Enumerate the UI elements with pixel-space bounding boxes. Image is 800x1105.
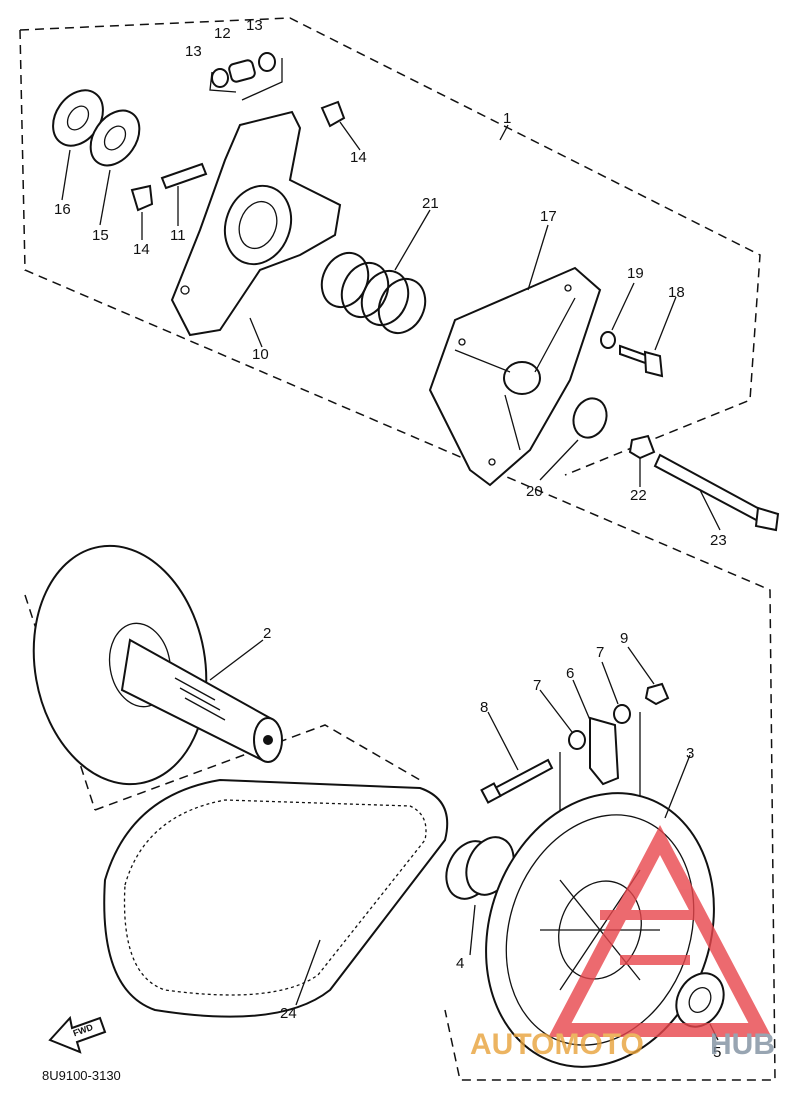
callout-7a: 7: [533, 677, 541, 694]
callout-14b: 14: [350, 149, 367, 166]
fixed-sheave-2: [32, 544, 283, 786]
cover-17: [428, 266, 602, 487]
bolt-8: [480, 758, 554, 804]
callout-15: 15: [92, 227, 109, 244]
nut-9: [644, 682, 670, 706]
callout-17: 17: [540, 208, 557, 225]
washer-7b: [613, 704, 631, 724]
callout-13b: 13: [246, 17, 263, 34]
callout-4: 4: [456, 955, 464, 972]
callout-7b: 7: [596, 644, 604, 661]
callout-9: 9: [620, 630, 628, 647]
washer-5: [675, 972, 725, 1028]
callout-1: 1: [503, 110, 511, 127]
leader-bracket-12-13: [209, 58, 283, 101]
watermark-text-right: HUB: [710, 1028, 775, 1061]
pin-11: [160, 162, 208, 190]
weight-6: [589, 716, 620, 786]
callout-11: 11: [170, 227, 186, 244]
callout-18: 18: [668, 284, 685, 301]
bolt-23: [653, 453, 780, 532]
washer-19: [600, 331, 616, 349]
washer-13b: [258, 52, 276, 72]
callout-3: 3: [686, 745, 694, 762]
drive-belt-24: [103, 778, 449, 1018]
assembly-boundary: [19, 17, 776, 1081]
bolt-18: [619, 344, 664, 378]
callout-2: 2: [263, 625, 271, 642]
washer-13a: [211, 68, 229, 88]
callout-13a: 13: [185, 43, 202, 60]
callout-14a: 14: [133, 241, 150, 258]
nut-22: [628, 434, 656, 460]
washer-15: [89, 109, 141, 167]
callout-8: 8: [480, 699, 488, 716]
cap-14-left: [130, 184, 154, 212]
washer-20: [572, 397, 608, 439]
callout-16: 16: [54, 201, 71, 218]
callout-12: 12: [214, 25, 231, 42]
bushing-12: [228, 59, 256, 83]
watermark-text-left: AUTOMOTO: [470, 1028, 644, 1061]
callout-6: 6: [566, 665, 574, 682]
watermark-logo: AUTOMOTO HUB: [470, 824, 775, 1061]
callout-19: 19: [627, 265, 644, 282]
spring-21: [320, 251, 427, 335]
fwd-arrow-icon: FWD: [48, 1015, 107, 1054]
shaft-group-boundary-2: [94, 724, 421, 811]
callout-10: 10: [252, 346, 269, 363]
spider-10: [170, 110, 342, 337]
diagram-code: 8U9100-3130: [42, 1068, 121, 1083]
callout-22: 22: [630, 487, 647, 504]
washer-7a: [568, 730, 586, 750]
callout-23: 23: [710, 532, 727, 549]
cap-14-right: [320, 100, 346, 128]
callout-21: 21: [422, 195, 439, 212]
leader-lines: [61, 121, 721, 1041]
callout-5: 5: [713, 1044, 721, 1061]
callout-20: 20: [526, 483, 543, 500]
callout-24: 24: [280, 1005, 297, 1022]
